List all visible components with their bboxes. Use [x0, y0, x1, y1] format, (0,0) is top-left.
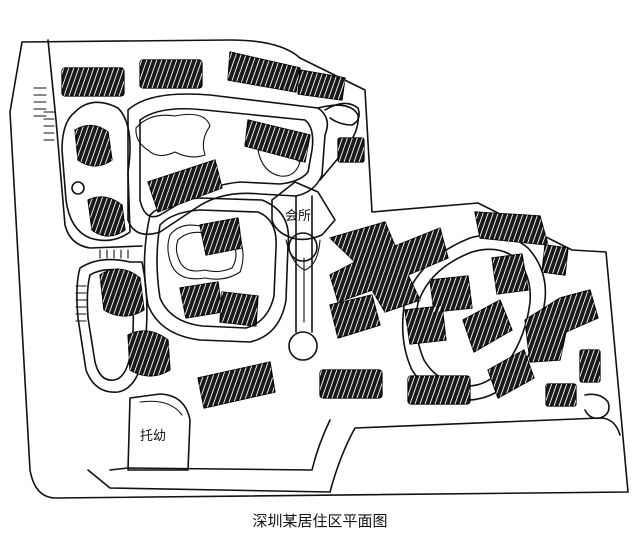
- building-north-3: [227, 51, 301, 93]
- south-road-inner: [109, 419, 331, 471]
- building-east-5: [429, 275, 473, 313]
- figure-caption: 深圳某居住区平面图: [252, 512, 388, 530]
- clubhouse-outline: [271, 181, 336, 241]
- north-east-curve: [324, 102, 360, 126]
- site-plan: 会所 托幼: [9, 39, 629, 499]
- west-road-edge: [47, 39, 143, 249]
- building-east-9: [524, 289, 599, 363]
- east-ring-inner: [415, 248, 532, 387]
- building-east-12: [545, 383, 577, 407]
- clubhouse-plaza: [285, 239, 321, 271]
- southeast-loop: [584, 393, 610, 420]
- west-ring-road: [61, 101, 131, 242]
- parking-ticks: [33, 87, 129, 322]
- building-sw-2: [127, 330, 171, 377]
- building-north-1: [61, 67, 125, 97]
- roundabout-south: [288, 331, 318, 361]
- building-east-7: [491, 253, 529, 295]
- south-road: [87, 417, 621, 493]
- building-central-1: [199, 217, 243, 256]
- building-north-4: [297, 69, 346, 101]
- building-sw-1: [99, 268, 145, 317]
- north-loop-inner: [139, 107, 314, 218]
- pond-north: [135, 113, 211, 158]
- kindergarten-label: 托幼: [140, 429, 166, 444]
- building-east-cross: [329, 221, 449, 313]
- building-south-2: [407, 375, 471, 405]
- building-nc-2: [244, 119, 311, 163]
- building-south-1: [319, 369, 383, 399]
- roundabout-north: [288, 232, 318, 262]
- west-turnaround: [71, 181, 85, 195]
- building-east-10: [487, 349, 535, 399]
- building-east-11: [579, 349, 601, 383]
- kindergarten-arc: [139, 400, 183, 416]
- building-east-6: [404, 305, 447, 345]
- building-west-2: [87, 196, 126, 237]
- central-park-road-inner: [156, 209, 277, 329]
- kindergarten-outline: [127, 393, 191, 471]
- building-north-2: [139, 59, 203, 89]
- building-east-4: [541, 244, 569, 276]
- clubhouse-label: 会所: [285, 209, 311, 224]
